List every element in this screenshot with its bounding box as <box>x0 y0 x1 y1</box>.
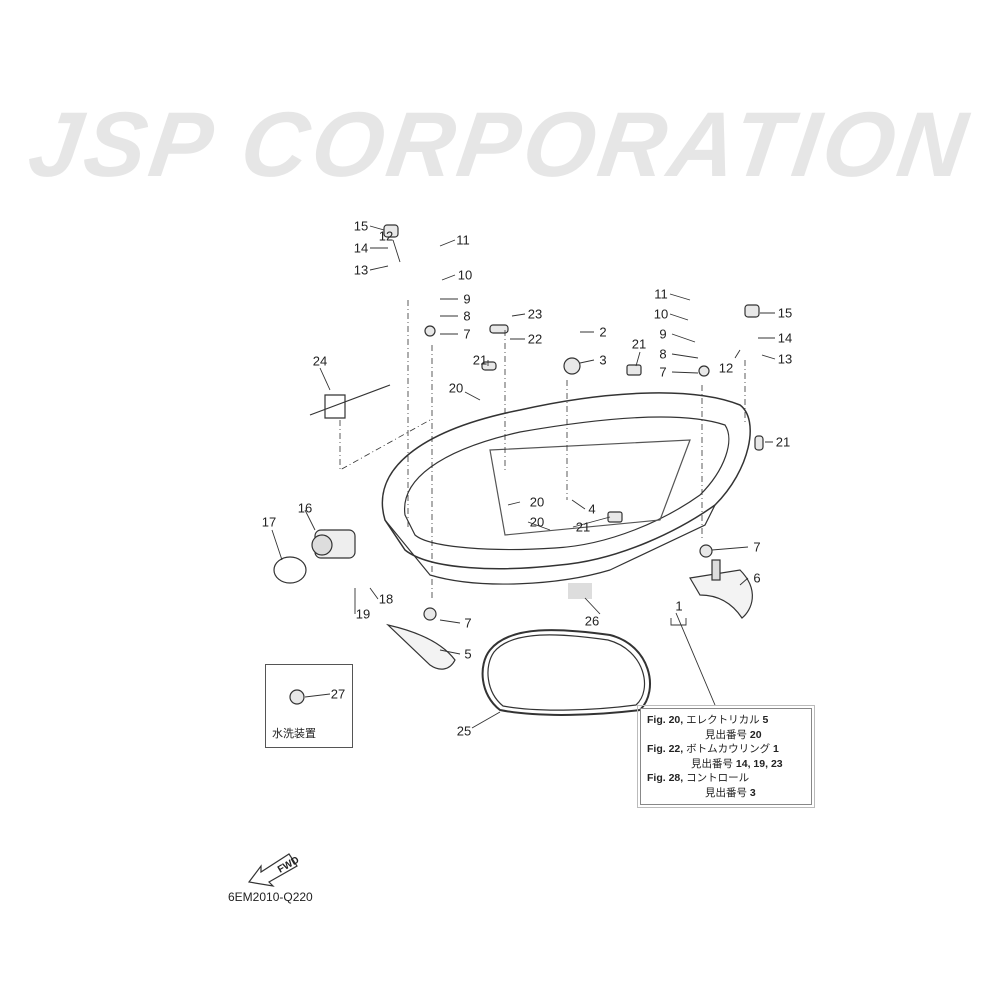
callout-number: 27 <box>330 686 346 702</box>
callout-number: 12 <box>718 360 734 376</box>
callout-number: 20 <box>529 514 545 530</box>
ref-name: エレクトリカル <box>686 714 760 726</box>
callout-number: 7 <box>464 615 472 631</box>
callout-number: 8 <box>659 346 667 362</box>
leader-lines <box>271 225 776 729</box>
ref-line-3: Fig. 28, コントロール <box>647 771 805 786</box>
ref-sub-3: 見出番号 3 <box>647 786 805 801</box>
callout-number: 21 <box>631 336 647 352</box>
ref-sub-nums: 14, 19, 23 <box>735 757 783 770</box>
cowling-skirt <box>384 504 716 585</box>
ref-name: コントロール <box>686 772 750 784</box>
ref-fig: Fig. 20, <box>647 714 684 726</box>
callout-number: 9 <box>659 326 667 342</box>
part-26 <box>568 583 592 599</box>
callout-number: 8 <box>463 308 471 324</box>
part-code: 6EM2010-Q220 <box>228 890 313 904</box>
ref-fig: Fig. 28, <box>647 772 684 784</box>
callout-number: 23 <box>527 306 543 322</box>
callout-number: 5 <box>464 646 472 662</box>
callout-number: 20 <box>529 494 545 510</box>
callout-number: 7 <box>659 364 667 380</box>
callout-number: 13 <box>353 262 369 278</box>
part-6-shaft <box>711 559 721 581</box>
callout-number: 12 <box>378 228 394 244</box>
flushing-device-box: 水洗装置 <box>265 664 353 748</box>
ref-sub-nums: 20 <box>749 728 762 741</box>
callout-number: 11 <box>654 286 668 302</box>
callout-number: 26 <box>584 613 600 629</box>
callout-number: 1 <box>675 598 683 614</box>
callout-number: 14 <box>353 240 369 256</box>
callout-number: 15 <box>777 305 793 321</box>
callout-number: 11 <box>456 232 470 248</box>
callout-number: 13 <box>777 351 793 367</box>
ref-line-2: Fig. 22, ボトムカウリング 1 <box>647 742 805 757</box>
fwd-arrow-icon: FWD <box>247 853 301 887</box>
part-17 <box>273 556 307 584</box>
callout-number: 7 <box>463 326 471 342</box>
bottom-cowling-inner <box>404 416 730 551</box>
callout-number: 17 <box>261 514 277 530</box>
small-parts <box>289 224 764 705</box>
callout-number: 19 <box>355 606 371 622</box>
callout-number: 10 <box>653 306 669 322</box>
ref-sub-label: 見出番号 <box>691 757 733 770</box>
assembly-lines <box>339 300 746 600</box>
ref-name: ボトムカウリング <box>686 743 771 755</box>
reference-box: Fig. 20, エレクトリカル 5 見出番号 20 Fig. 22, ボトムカ… <box>637 705 815 808</box>
ref-sub-label: 見出番号 <box>705 728 747 741</box>
callout-number: 25 <box>456 723 472 739</box>
ref-line-1: Fig. 20, エレクトリカル 5 <box>647 713 805 728</box>
callout-number: 21 <box>472 352 488 368</box>
cowling-inner-frame <box>489 439 691 536</box>
flushing-device-label: 水洗装置 <box>272 728 316 740</box>
ref-sub-nums: 3 <box>749 786 756 799</box>
bottom-cowling <box>381 392 751 570</box>
callout-number: 24 <box>312 353 328 369</box>
ref-num: 5 <box>762 714 769 726</box>
ref-fig: Fig. 22, <box>647 743 684 755</box>
gasket-25 <box>481 629 651 716</box>
part-16-end <box>311 534 333 556</box>
gasket-25-inner <box>487 634 646 711</box>
callout-number: 2 <box>599 324 607 340</box>
callout-number: 16 <box>297 500 313 516</box>
callout-number: 22 <box>527 331 543 347</box>
callout-number: 6 <box>753 570 761 586</box>
part-6 <box>689 569 753 619</box>
part-5 <box>386 623 456 670</box>
callout-number: 4 <box>588 501 596 517</box>
callout-number: 21 <box>575 519 591 535</box>
ref-sub-label: 見出番号 <box>705 786 747 799</box>
callout-number: 18 <box>378 591 394 607</box>
callout-number: 20 <box>448 380 464 396</box>
callout-number: 10 <box>457 267 473 283</box>
callout-number: 3 <box>599 352 607 368</box>
fwd-label: FWD <box>276 855 301 876</box>
ref-sub-1: 見出番号 20 <box>647 728 805 743</box>
callout-number: 7 <box>753 539 761 555</box>
callout-number: 21 <box>775 434 791 450</box>
ref-num: 1 <box>773 743 779 755</box>
callout-number: 14 <box>777 330 793 346</box>
callout-number: 9 <box>463 291 471 307</box>
callout-number: 15 <box>353 218 369 234</box>
part-24 <box>309 384 391 419</box>
ref-sub-2: 見出番号 14, 19, 23 <box>647 757 805 772</box>
